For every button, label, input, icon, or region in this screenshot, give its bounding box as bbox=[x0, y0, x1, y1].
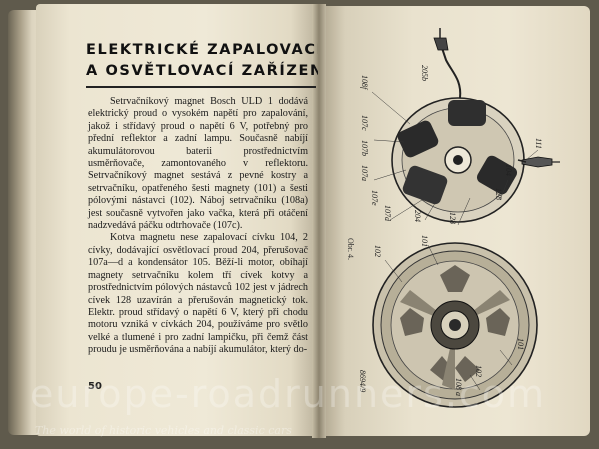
label-204: 204 bbox=[413, 210, 422, 222]
heading-line-2: A OSVĚTLOVACÍ ZAŘÍZENÍ bbox=[86, 63, 318, 79]
label-101-right: 101 bbox=[516, 338, 525, 350]
label-102-top: 102 bbox=[373, 245, 382, 257]
label-128: 128 bbox=[448, 212, 457, 224]
label-107a: 107a bbox=[360, 165, 369, 181]
label-108a: 108 a bbox=[454, 378, 463, 396]
figure-labels: 205b 108f 107c 107b 107a 107e 107d 204 1… bbox=[358, 65, 543, 396]
label-108f: 108f bbox=[360, 75, 369, 91]
label-107d: 107d bbox=[383, 205, 392, 222]
label-107e: 107e bbox=[370, 190, 379, 206]
paragraph-1: Setrvačníkový magnet Bosch ULD 1 dodává … bbox=[88, 96, 308, 232]
book-spine bbox=[312, 4, 326, 438]
page-number: 50 bbox=[88, 381, 102, 392]
heading-rule bbox=[86, 86, 316, 88]
body-text: Setrvačníkový magnet Bosch ULD 1 dodává … bbox=[88, 96, 308, 357]
label-205b: 205b bbox=[420, 65, 429, 81]
label-107b: 107b bbox=[360, 140, 369, 156]
figure-serial: 8694/9 bbox=[358, 370, 367, 392]
watermark-subtext: The world of historic vehicles and class… bbox=[35, 424, 292, 437]
figure-caption: Obr. 4. bbox=[346, 238, 355, 260]
leader-lines bbox=[371, 91, 539, 391]
label-111: 111 bbox=[534, 138, 543, 149]
magneto-diagram: 205b 108f 107c 107b 107a 107e 107d 204 1… bbox=[358, 28, 560, 408]
paragraph-2: Kotva magnetu nese zapalovací cívku 104,… bbox=[88, 232, 308, 356]
left-page bbox=[36, 4, 319, 436]
label-107c: 107c bbox=[360, 115, 369, 131]
label-128-b: 128 bbox=[494, 188, 503, 200]
stator-drawing bbox=[391, 28, 560, 223]
label-104: 104 bbox=[504, 164, 513, 176]
flywheel-drawing bbox=[372, 242, 538, 408]
watermark-text: europe-roadrunners.com bbox=[30, 372, 547, 416]
label-101-top: 101 bbox=[420, 235, 429, 247]
label-102-bottom: 102 bbox=[474, 365, 483, 377]
heading-line-1: ELEKTRICKÉ ZAPALOVACÍ bbox=[86, 42, 318, 58]
section-heading: ELEKTRICKÉ ZAPALOVACÍ A OSVĚTLOVACÍ ZAŘÍ… bbox=[86, 40, 318, 82]
